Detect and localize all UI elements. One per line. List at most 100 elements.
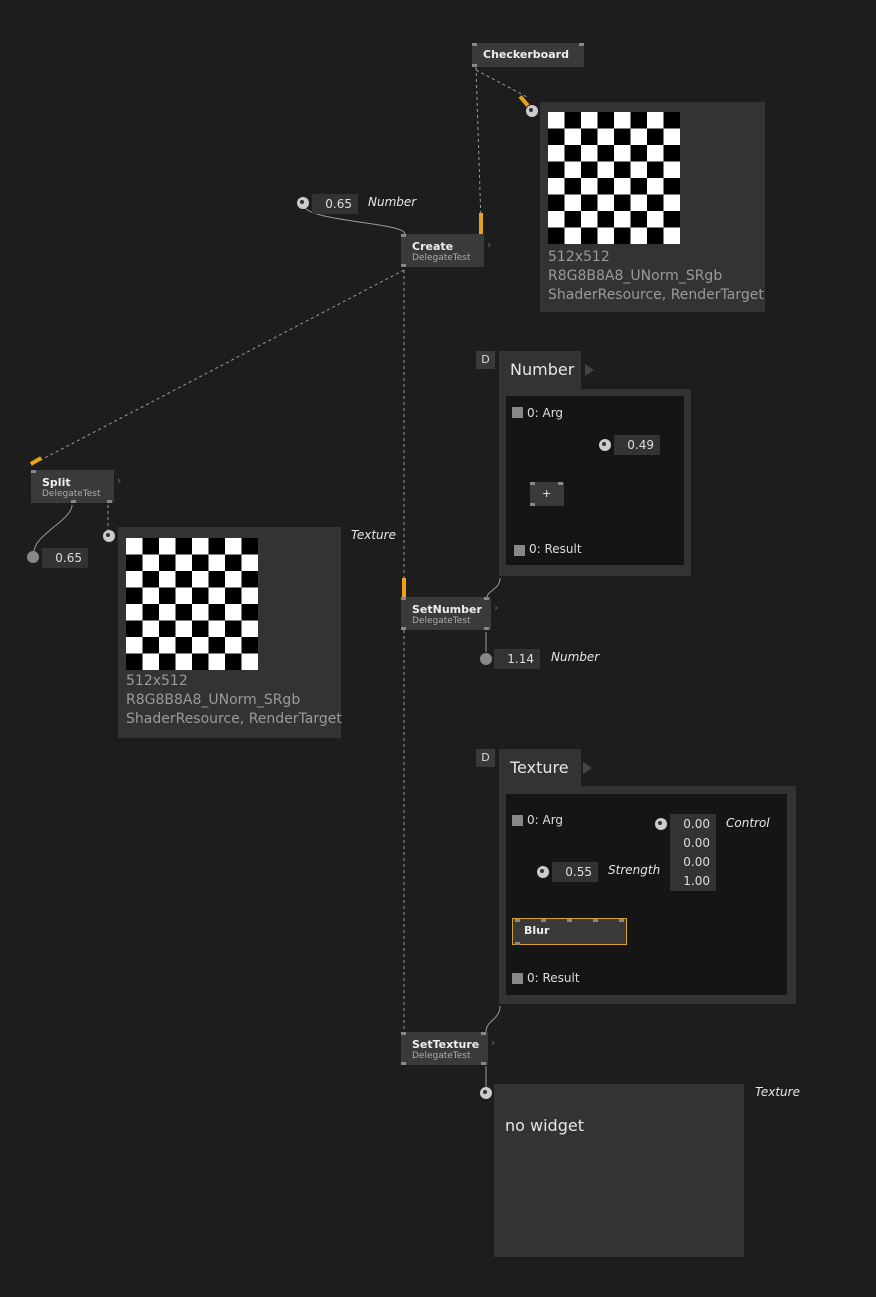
result-pin[interactable]: [514, 545, 525, 556]
output-pin[interactable]: [401, 1062, 406, 1065]
settexture-node[interactable]: SetTexture DelegateTest: [401, 1032, 488, 1065]
split-node[interactable]: Split DelegateTest: [31, 470, 114, 503]
split-input-pin[interactable]: [29, 456, 43, 466]
output-pin[interactable]: [530, 503, 535, 506]
input-pin[interactable]: [530, 482, 535, 485]
expand-arrow-icon[interactable]: ›: [494, 601, 499, 614]
input-pin[interactable]: [481, 1032, 486, 1035]
node-subtitle: DelegateTest: [42, 489, 101, 499]
texture-preview-panel: 512x512 R8G8B8A8_UNorm_SRgb ShaderResour…: [540, 102, 765, 312]
input-pin[interactable]: [558, 482, 563, 485]
arg-label: 0: Arg: [527, 406, 564, 420]
expand-arrow-icon[interactable]: ›: [491, 1036, 496, 1049]
texture-format: R8G8B8A8_UNorm_SRgb: [126, 692, 301, 708]
input-pin[interactable]: [619, 919, 624, 922]
checkerboard-image: [548, 112, 680, 244]
number-label: Number: [551, 650, 600, 664]
split-number-value-box[interactable]: 0.65: [42, 548, 88, 568]
arg-pin[interactable]: [512, 407, 523, 418]
output-pin[interactable]: [107, 500, 112, 503]
input-pin[interactable]: [472, 43, 477, 46]
input-pin[interactable]: [484, 597, 489, 600]
texture-input-dot[interactable]: [526, 105, 538, 117]
result-label: 0: Result: [527, 971, 580, 985]
output-pin[interactable]: [472, 64, 477, 67]
delegate-title-tab[interactable]: Number: [499, 351, 581, 391]
input-pin[interactable]: [401, 234, 406, 237]
setnumber-input-pin[interactable]: [402, 578, 406, 598]
number-output-dot[interactable]: [27, 551, 39, 563]
delegate-badge[interactable]: D: [476, 749, 495, 767]
node-title: +: [542, 487, 552, 500]
control-vector-box[interactable]: 0.00 0.00 0.00 1.00: [670, 814, 716, 891]
output-pin[interactable]: [481, 1062, 486, 1065]
expand-arrow-icon[interactable]: ›: [117, 474, 122, 487]
input-pin[interactable]: [579, 43, 584, 46]
number-output-dot[interactable]: [480, 653, 492, 665]
texture-binding: ShaderResource, RenderTarget: [548, 287, 764, 303]
input-pin[interactable]: [541, 919, 546, 922]
expand-arrow-icon[interactable]: ›: [487, 238, 492, 251]
control-label: Control: [726, 816, 770, 830]
strength-input-dot[interactable]: [537, 866, 549, 878]
input-pin[interactable]: [31, 470, 36, 473]
play-triangle-icon[interactable]: [583, 762, 592, 774]
add-value-box[interactable]: 0.49: [614, 435, 660, 455]
blur-node[interactable]: Blur: [512, 918, 627, 945]
node-title: Split: [42, 476, 71, 489]
set-number-result-box[interactable]: 1.14: [494, 649, 540, 669]
checkerboard-image: [126, 538, 258, 670]
arg-pin[interactable]: [512, 815, 523, 826]
texture-output-dot[interactable]: [480, 1087, 492, 1099]
input-pin[interactable]: [401, 597, 406, 600]
create-texture-pin[interactable]: [479, 213, 483, 235]
texture-binding: ShaderResource, RenderTarget: [126, 711, 342, 727]
node-title: Blur: [524, 924, 550, 937]
output-pin[interactable]: [401, 627, 406, 630]
number-label: Number: [368, 195, 417, 209]
control-value[interactable]: 1.00: [683, 874, 710, 888]
arg-label: 0: Arg: [527, 813, 564, 827]
result-label: 0: Result: [529, 542, 582, 556]
node-title: Checkerboard: [483, 48, 569, 61]
no-widget-text: no widget: [505, 1116, 584, 1135]
control-value[interactable]: 0.00: [683, 855, 710, 869]
texture-output-dot[interactable]: [103, 530, 115, 542]
output-pin[interactable]: [401, 264, 406, 267]
number-value-box[interactable]: 0.65: [312, 194, 358, 214]
delegate-badge[interactable]: D: [476, 351, 495, 369]
node-title: SetTexture: [412, 1038, 480, 1051]
checkerboard-node[interactable]: Checkerboard: [472, 43, 584, 67]
delegate-texture-region: [499, 786, 796, 1004]
plus-node[interactable]: +: [530, 482, 564, 506]
texture-info: 512x512 R8G8B8A8_UNorm_SRgb ShaderResour…: [548, 248, 764, 305]
input-pin[interactable]: [567, 919, 572, 922]
input-pin[interactable]: [593, 919, 598, 922]
node-title: Create: [412, 240, 454, 253]
texture-size: 512x512: [548, 249, 610, 265]
strength-value-box[interactable]: 0.55: [552, 862, 598, 882]
texture-size: 512x512: [126, 673, 188, 689]
texture-label: Texture: [755, 1085, 800, 1099]
output-pin[interactable]: [484, 627, 489, 630]
output-pin[interactable]: [515, 942, 520, 945]
result-pin[interactable]: [512, 973, 523, 984]
texture-preview-panel: 512x512 R8G8B8A8_UNorm_SRgb ShaderResour…: [118, 527, 342, 738]
play-triangle-icon[interactable]: [585, 364, 594, 376]
number-input-dot[interactable]: [297, 197, 309, 209]
texture-label: Texture: [351, 528, 396, 542]
delegate-title-tab[interactable]: Texture: [499, 749, 581, 789]
node-subtitle: DelegateTest: [412, 616, 471, 626]
control-input-dot[interactable]: [655, 818, 667, 830]
create-node[interactable]: Create DelegateTest: [401, 234, 484, 267]
strength-label: Strength: [608, 863, 661, 877]
control-value[interactable]: 0.00: [683, 817, 710, 831]
node-subtitle: DelegateTest: [412, 253, 471, 263]
output-pin[interactable]: [71, 500, 76, 503]
delegate-canvas: [506, 794, 787, 995]
setnumber-node[interactable]: SetNumber DelegateTest: [401, 597, 491, 630]
input-pin[interactable]: [515, 919, 520, 922]
value-input-dot[interactable]: [599, 439, 611, 451]
input-pin[interactable]: [401, 1032, 406, 1035]
control-value[interactable]: 0.00: [683, 836, 710, 850]
